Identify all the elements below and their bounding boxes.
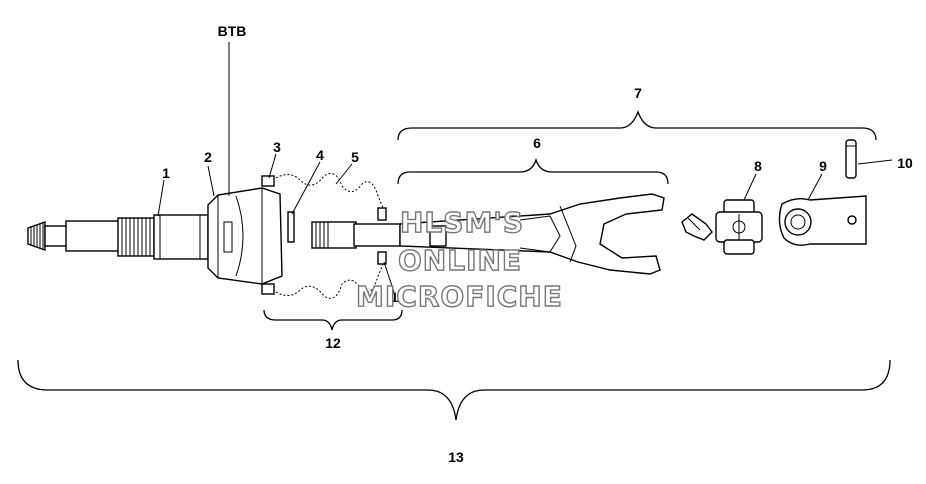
inner-stub-shaft[interactable] bbox=[311, 221, 401, 249]
watermark-line-1: HLSM'S bbox=[400, 206, 524, 239]
callout-9: 9 bbox=[819, 158, 827, 174]
watermark-line-3: MICROFICHE bbox=[356, 280, 563, 313]
callout-11: 11 bbox=[391, 289, 406, 305]
boot-clamp-large[interactable] bbox=[261, 175, 275, 295]
callout-1: 1 bbox=[162, 165, 170, 181]
brace-shaft-assembly-6 bbox=[397, 157, 669, 185]
callout-8: 8 bbox=[754, 158, 762, 174]
callout-3: 3 bbox=[273, 139, 281, 155]
retaining-ring[interactable] bbox=[287, 211, 295, 243]
cv-boot[interactable] bbox=[275, 173, 385, 299]
cv-joint-housing[interactable] bbox=[207, 187, 283, 285]
callout-12: 12 bbox=[325, 335, 341, 351]
callout-btb: BTB bbox=[218, 23, 247, 39]
watermark: HLSM'S ONLINE MICROFICHE bbox=[355, 205, 563, 313]
axle-shaft[interactable] bbox=[27, 214, 209, 260]
pivot-pin[interactable] bbox=[845, 139, 857, 179]
callout-2: 2 bbox=[204, 149, 212, 165]
boot-clamp-small[interactable] bbox=[377, 207, 387, 265]
callout-4: 4 bbox=[316, 147, 324, 163]
brace-shaft-assembly-7 bbox=[397, 110, 877, 141]
callout-6: 6 bbox=[533, 135, 541, 151]
yoke-bracket[interactable] bbox=[778, 195, 867, 246]
yoke-shaft[interactable] bbox=[399, 193, 665, 275]
callout-13: 13 bbox=[448, 449, 464, 465]
callout-10: 10 bbox=[897, 155, 913, 171]
leader-lines bbox=[157, 42, 893, 293]
callout-7: 7 bbox=[634, 85, 642, 101]
watermark-line-2: ONLINE bbox=[398, 244, 522, 277]
universal-joint-cross[interactable] bbox=[715, 199, 763, 255]
brace-boot-kit-12 bbox=[263, 309, 403, 331]
brace-assembly-13 bbox=[17, 359, 891, 421]
callout-5: 5 bbox=[351, 149, 359, 165]
grease-fitting[interactable] bbox=[681, 213, 713, 241]
